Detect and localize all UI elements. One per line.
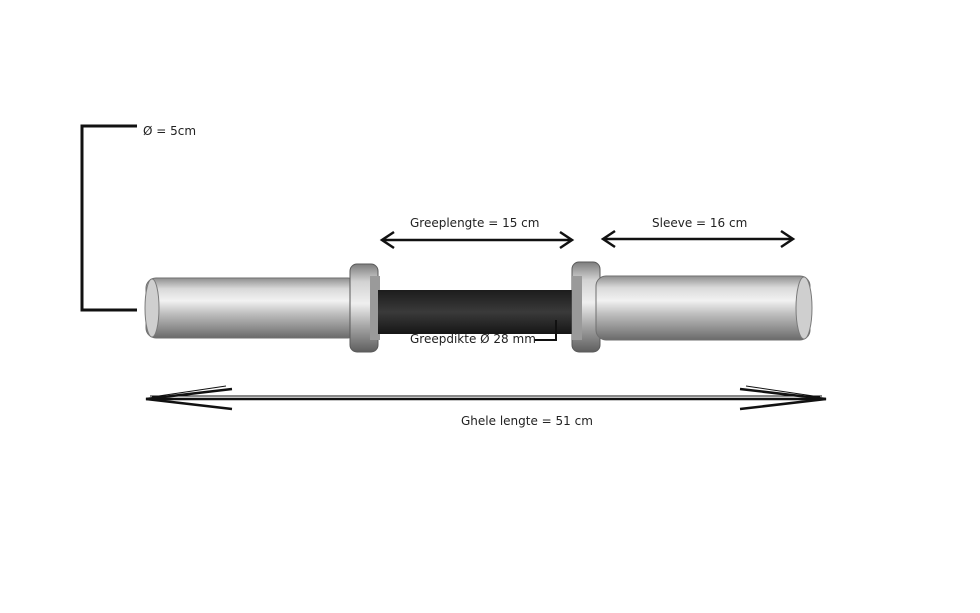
- total-length-arrow: [145, 385, 827, 411]
- left-sleeve: [144, 277, 359, 339]
- grip-thickness-leader: [534, 320, 557, 341]
- grip-length-label: Greeplengte = 15 cm: [410, 216, 540, 230]
- sleeve-length-label: Sleeve = 16 cm: [652, 216, 748, 230]
- diameter-bracket: [80, 124, 137, 312]
- grip-length-arrow: [379, 230, 575, 250]
- left-collar: [349, 263, 380, 353]
- diameter-label: Ø = 5cm: [143, 124, 197, 138]
- sleeve-arrow: [600, 229, 796, 249]
- grip: [378, 290, 574, 334]
- grip-thickness-label: Greepdikte Ø 28 mm: [410, 332, 536, 346]
- right-sleeve: [595, 275, 813, 341]
- total-length-label: Ghele lengte = 51 cm: [461, 414, 593, 428]
